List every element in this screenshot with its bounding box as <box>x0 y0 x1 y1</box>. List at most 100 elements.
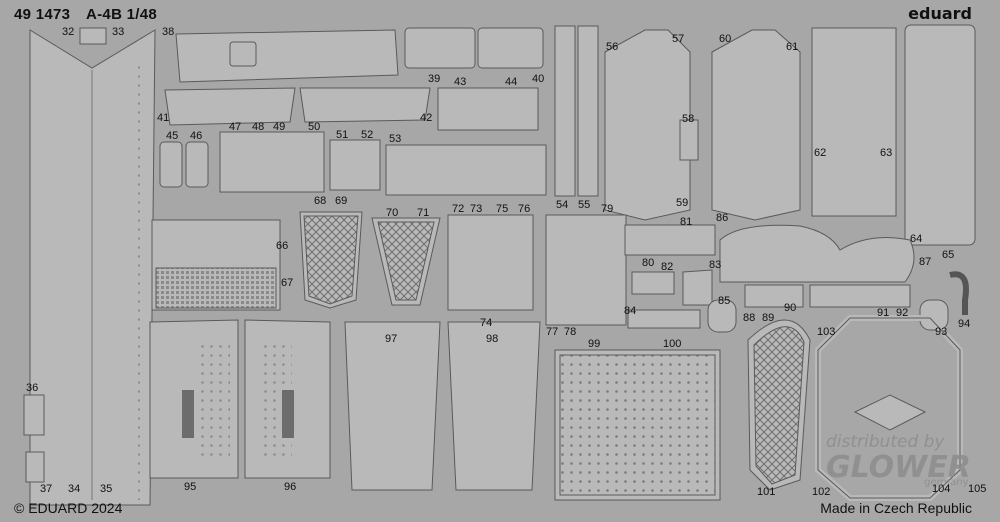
part-number-88: 88 <box>743 312 756 324</box>
watermark-germany: germany <box>924 477 969 488</box>
part-number-64: 64 <box>910 233 923 245</box>
part-number-85: 85 <box>718 295 731 307</box>
part-42 <box>299 87 431 123</box>
part-number-92: 92 <box>896 307 909 319</box>
part-number-32: 32 <box>62 26 75 38</box>
part-53 <box>385 144 547 196</box>
part-number-68: 68 <box>314 195 327 207</box>
part-number-74: 74 <box>480 317 493 329</box>
part-number-102: 102 <box>812 486 831 498</box>
part-86-87 <box>719 224 915 283</box>
part-number-40: 40 <box>532 73 545 85</box>
part-number-38: 38 <box>162 26 175 38</box>
watermark-glower: GLOWER <box>826 450 971 485</box>
part-72-76 <box>447 214 534 311</box>
set-title: A-4B 1/48 <box>86 6 158 23</box>
part-number-82: 82 <box>661 261 674 273</box>
part-number-91: 91 <box>877 307 890 319</box>
part-number-53: 53 <box>389 133 402 145</box>
part-number-47: 47 <box>229 121 242 133</box>
part-number-75: 75 <box>496 203 509 215</box>
watermark-distributed-by: distributed by <box>826 432 945 452</box>
part-number-87: 87 <box>919 256 932 268</box>
rivet-rows <box>42 60 292 500</box>
part-number-58: 58 <box>682 113 695 125</box>
brand-logo: eduard <box>908 4 972 23</box>
part-number-52: 52 <box>361 129 374 141</box>
part-number-90: 90 <box>784 302 797 314</box>
part-number-104: 104 <box>932 483 951 495</box>
part-64-65 <box>904 24 976 246</box>
part-number-46: 46 <box>190 130 203 142</box>
part-38 <box>175 29 399 83</box>
part-number-51: 51 <box>336 129 349 141</box>
part-number-59: 59 <box>676 197 689 209</box>
part-77-79 <box>545 214 627 326</box>
part-number-81: 81 <box>680 216 693 228</box>
part-number-79: 79 <box>601 203 614 215</box>
part-number-76: 76 <box>518 203 531 215</box>
part-number-94: 94 <box>958 318 971 330</box>
part-number-96: 96 <box>284 481 297 493</box>
part-number-98: 98 <box>486 333 499 345</box>
part-60-61 <box>711 29 801 221</box>
part-number-33: 33 <box>112 26 125 38</box>
part-number-41: 41 <box>157 112 170 124</box>
part-number-95: 95 <box>184 481 197 493</box>
part-number-77: 77 <box>546 326 559 338</box>
set-number: 49 1473 <box>14 6 71 23</box>
part-number-57: 57 <box>672 33 685 45</box>
part-number-80: 80 <box>642 257 655 269</box>
part-number-54: 54 <box>556 199 569 211</box>
part-number-84: 84 <box>624 305 637 317</box>
part-98 <box>447 321 541 491</box>
part-number-69: 69 <box>335 195 348 207</box>
part-43-44 <box>437 87 539 131</box>
part-number-34: 34 <box>68 483 81 495</box>
part-number-86: 86 <box>716 212 729 224</box>
part-number-63: 63 <box>880 147 893 159</box>
part-number-100: 100 <box>663 338 682 350</box>
copyright-text: © EDUARD 2024 <box>14 500 123 516</box>
part-number-37: 37 <box>40 483 53 495</box>
part-number-97: 97 <box>385 333 398 345</box>
part-number-56: 56 <box>606 41 619 53</box>
origin-text: Made in Czech Republic <box>820 500 972 516</box>
part-number-49: 49 <box>273 121 286 133</box>
part-number-70: 70 <box>386 207 399 219</box>
part-number-65: 65 <box>942 249 955 261</box>
part-number-45: 45 <box>166 130 179 142</box>
part-number-42: 42 <box>420 112 433 124</box>
part-number-93: 93 <box>935 326 948 338</box>
part-47-50 <box>219 131 325 193</box>
part-number-78: 78 <box>564 326 577 338</box>
part-number-103: 103 <box>817 326 836 338</box>
part-number-61: 61 <box>786 41 799 53</box>
part-number-60: 60 <box>719 33 732 45</box>
part-number-72: 72 <box>452 203 465 215</box>
part-number-67: 67 <box>281 277 294 289</box>
part-number-105: 105 <box>968 483 987 495</box>
part-number-71: 71 <box>417 207 430 219</box>
part-number-89: 89 <box>762 312 775 324</box>
part-number-50: 50 <box>308 121 321 133</box>
part-number-55: 55 <box>578 199 591 211</box>
part-number-48: 48 <box>252 121 265 133</box>
part-number-99: 99 <box>588 338 601 350</box>
part-62-63 <box>811 27 897 217</box>
part-number-44: 44 <box>505 76 518 88</box>
part-number-39: 39 <box>428 73 441 85</box>
part-number-101: 101 <box>757 486 776 498</box>
part-number-66: 66 <box>276 240 289 252</box>
part-number-83: 83 <box>709 259 722 271</box>
part-41 <box>164 87 296 126</box>
part-number-36: 36 <box>26 382 39 394</box>
part-number-35: 35 <box>100 483 113 495</box>
part-97 <box>344 321 441 491</box>
part-56-57 <box>604 29 691 221</box>
part-number-43: 43 <box>454 76 467 88</box>
part-number-62: 62 <box>814 147 827 159</box>
part-51-52 <box>329 139 381 191</box>
